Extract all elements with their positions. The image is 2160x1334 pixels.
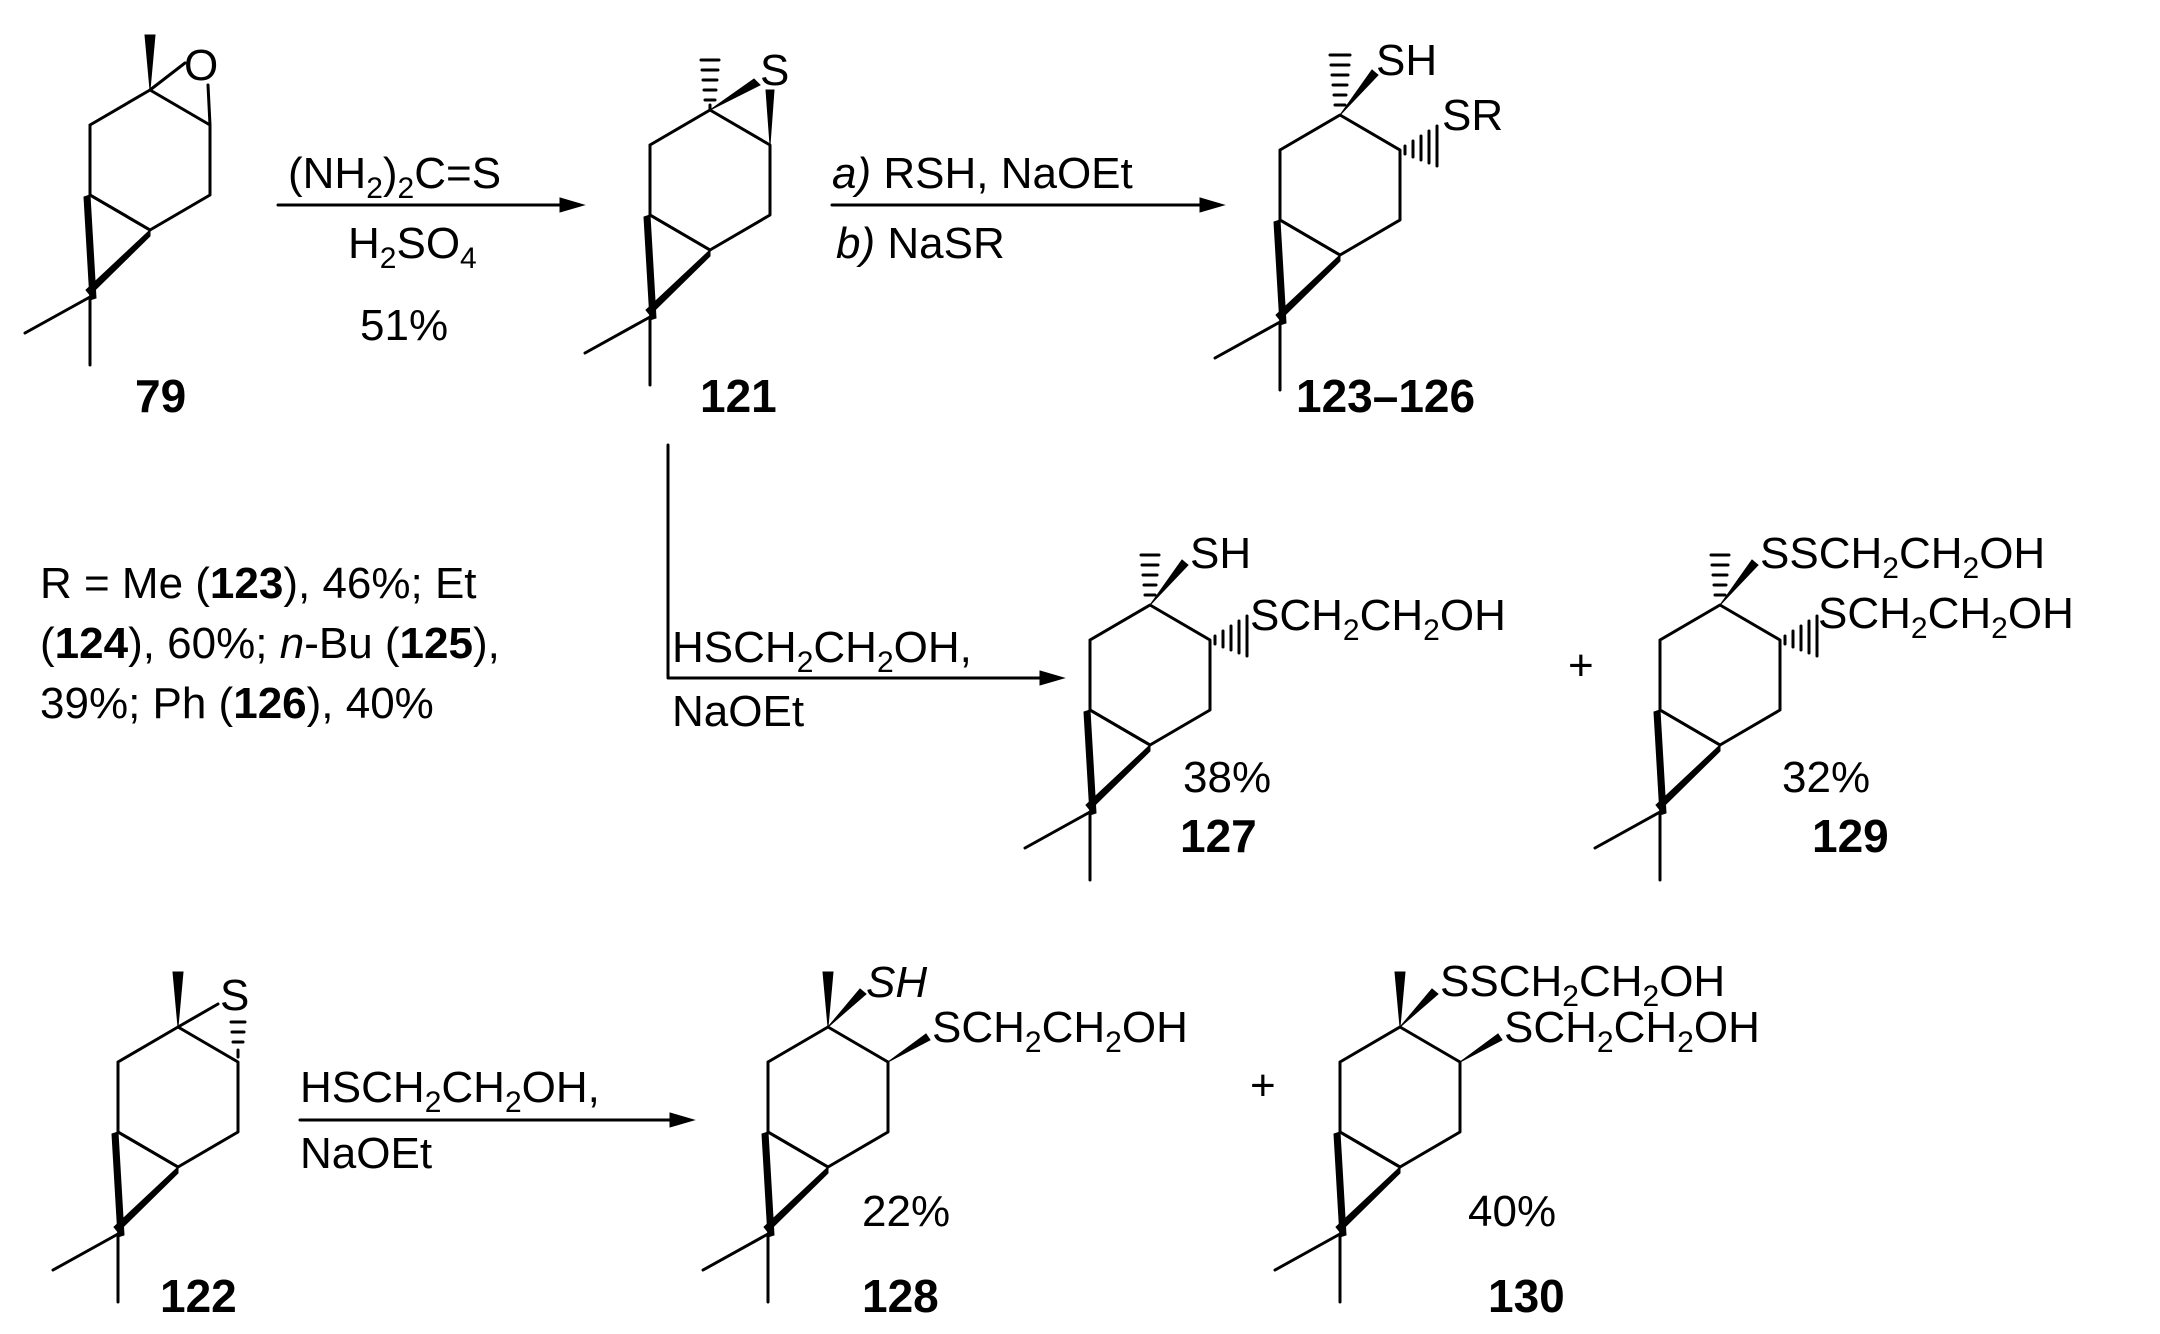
compound-label-127: 127 (1180, 810, 1257, 862)
substituent-sch2ch2oh: SCH2CH2OH (1818, 589, 2074, 645)
yield-128: 22% (862, 1187, 950, 1236)
reagent-step2-a: a) RSH, NaOEt (832, 149, 1133, 198)
compound-121-structure: S (583, 46, 789, 387)
substituent-sch2ch2oh: SCH2CH2OH (932, 1003, 1188, 1059)
reagent-base-2: NaOEt (300, 1129, 432, 1178)
plus-sign-2: + (1250, 1061, 1276, 1110)
atom-SH: SH (1190, 529, 1251, 578)
r-note-line2: (124), 60%; n-Bu (125), (40, 619, 500, 668)
r-note-line3: 39%; Ph (126), 40% (40, 679, 434, 728)
compound-128-structure: SH SCH2CH2OH (701, 958, 1188, 1304)
plus-sign-1: + (1568, 641, 1594, 690)
reagent-step2-b: b) NaSR (836, 219, 1005, 268)
compound-79-structure: O (23, 34, 218, 367)
atom-SH: SH (866, 958, 927, 1007)
reagent-base-1: NaOEt (672, 687, 804, 736)
yield-129: 32% (1782, 753, 1870, 802)
compound-label-129: 129 (1812, 810, 1889, 862)
substituent-sch2ch2oh: SCH2CH2OH (1250, 591, 1506, 647)
compound-123-126-structure: SH SR (1213, 36, 1503, 392)
compound-label-121: 121 (700, 370, 777, 422)
substituent-sch2ch2oh: SCH2CH2OH (1504, 1003, 1760, 1059)
substituent-ssch2ch2oh: SSCH2CH2OH (1440, 957, 1725, 1013)
r-note-line1: R = Me (123), 46%; Et (40, 559, 477, 608)
yield-127: 38% (1183, 753, 1271, 802)
substituent-ssch2ch2oh: SSCH2CH2OH (1760, 529, 2045, 585)
atom-SR: SR (1442, 91, 1503, 140)
yield-130: 40% (1468, 1187, 1556, 1236)
reagent-mercaptoethanol-1: HSCH2CH2OH, (672, 623, 972, 679)
yield-step1: 51% (360, 301, 448, 350)
atom-SH: SH (1376, 36, 1437, 85)
reagent-mercaptoethanol-2: HSCH2CH2OH, (300, 1063, 600, 1119)
atom-S: S (760, 46, 789, 95)
reaction-arrow-3 (666, 443, 1042, 680)
compound-122-structure: S (51, 971, 249, 1304)
compound-label-122: 122 (160, 1270, 237, 1322)
compound-label-79: 79 (135, 370, 186, 422)
compound-127-structure: SH SCH2CH2OH (1023, 529, 1506, 882)
compound-129-structure: SSCH2CH2OH SCH2CH2OH (1593, 529, 2074, 882)
compound-label-123-126: 123–126 (1296, 370, 1475, 422)
atom-O: O (184, 41, 218, 90)
compound-label-128: 128 (862, 1270, 939, 1322)
reagent-thiourea: (NH2)2C=S (288, 149, 501, 205)
atom-S: S (220, 971, 249, 1020)
compound-label-130: 130 (1488, 1270, 1565, 1322)
compound-130-structure: SSCH2CH2OH SCH2CH2OH (1273, 957, 1760, 1304)
reagent-sulfuric-acid: H2SO4 (348, 219, 477, 275)
